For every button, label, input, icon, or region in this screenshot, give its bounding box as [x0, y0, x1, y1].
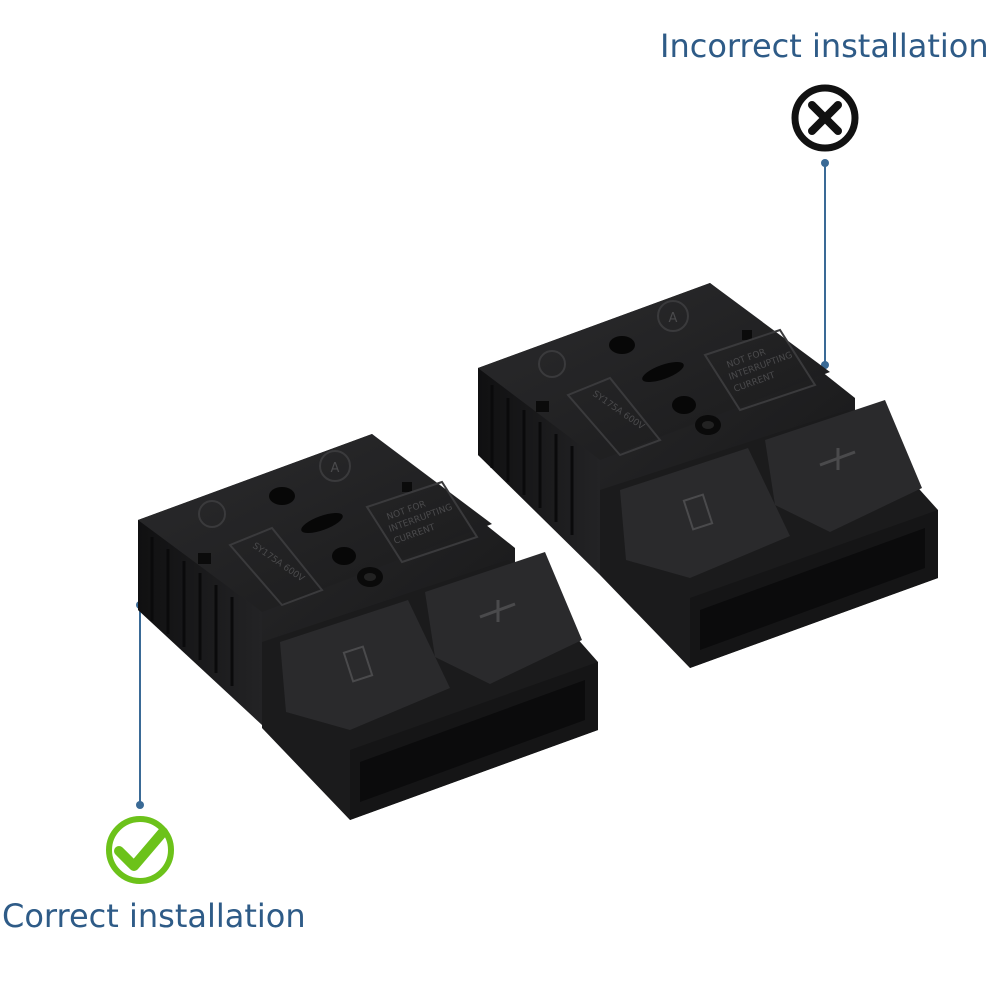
correct-leader [136, 601, 144, 809]
badge-text-right: A [669, 311, 678, 326]
badge-text-left: A [331, 461, 340, 476]
connector-left: A NOT FOR INTERRUPTING CURRENT SY175A 60… [138, 434, 598, 820]
incorrect-installation-label: Incorrect installation [660, 27, 989, 65]
incorrect-leader [821, 159, 829, 369]
connector-right: A NOT FOR INTERRUPTING CURRENT SY175A 60… [478, 283, 938, 668]
correct-installation-label: Correct installation [2, 897, 306, 935]
x-circle-icon [791, 84, 859, 152]
checkmark-circle-icon [106, 816, 174, 884]
plus-symbol-right [819, 448, 856, 470]
plus-symbol-left [479, 600, 516, 622]
